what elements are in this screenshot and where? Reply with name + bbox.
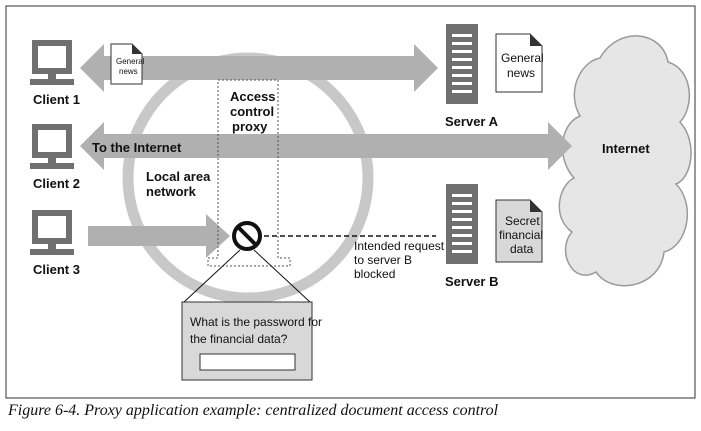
client-1: Client 1 — [30, 40, 80, 107]
server-a-doc: General news — [495, 33, 544, 93]
to-internet-label: To the Internet — [92, 140, 182, 155]
proxy-label-line-3: proxy — [232, 119, 268, 134]
client-1-label: Client 1 — [33, 92, 80, 107]
server-a-label: Server A — [445, 114, 499, 129]
blocked-icon — [232, 221, 262, 251]
blocked-note-line-2: to server B — [354, 253, 412, 267]
server-a-doc-line-1: General — [501, 51, 544, 65]
blocked-note-line-3: blocked — [354, 267, 395, 281]
server-a-doc-line-2: news — [507, 66, 535, 80]
callout-line-right — [253, 249, 311, 303]
client2-internet-arrow — [80, 122, 572, 170]
document-icon — [495, 199, 543, 263]
client-doc-line-1: General — [116, 57, 145, 66]
figure-frame — [5, 5, 696, 399]
client-2-label: Client 2 — [33, 176, 80, 191]
internet-cloud: Internet — [558, 35, 692, 287]
client1-servera-arrow — [80, 44, 438, 92]
lan-label-line-2: network — [146, 184, 197, 199]
figure-caption: Figure 6-4. Proxy application example: c… — [8, 402, 499, 419]
proxy-boundary — [207, 79, 291, 267]
server-b-label: Server B — [445, 274, 498, 289]
server-b-doc-line-3: data — [510, 242, 534, 256]
blocked-note-line-1: Intended request — [354, 239, 445, 253]
password-prompt: What is the password for the financial d… — [181, 301, 322, 381]
proxy-label-line-2: control — [230, 104, 274, 119]
client3-request-arrow — [88, 214, 230, 258]
lan-label-line-1: Local area — [146, 169, 211, 184]
client-doc: General news — [110, 43, 145, 85]
server-b-doc-line-1: Secret — [505, 214, 540, 228]
client-doc-line-2: news — [119, 67, 138, 76]
server-b: Server B — [445, 184, 498, 289]
server-a: Server A — [445, 24, 499, 129]
client-3-label: Client 3 — [33, 262, 80, 277]
password-field[interactable] — [199, 353, 296, 371]
server-b-doc: Secret financial data — [495, 199, 543, 263]
internet-label: Internet — [602, 141, 650, 156]
prompt-line-1: What is the password for — [190, 315, 322, 329]
document-icon — [495, 33, 543, 93]
client-2: Client 2 — [30, 124, 80, 191]
prompt-line-2: the financial data? — [190, 332, 288, 346]
server-b-doc-line-2: financial — [499, 228, 543, 242]
callout-line-left — [183, 249, 241, 303]
client-3: Client 3 — [30, 210, 80, 277]
proxy-label-line-1: Access — [230, 89, 276, 104]
